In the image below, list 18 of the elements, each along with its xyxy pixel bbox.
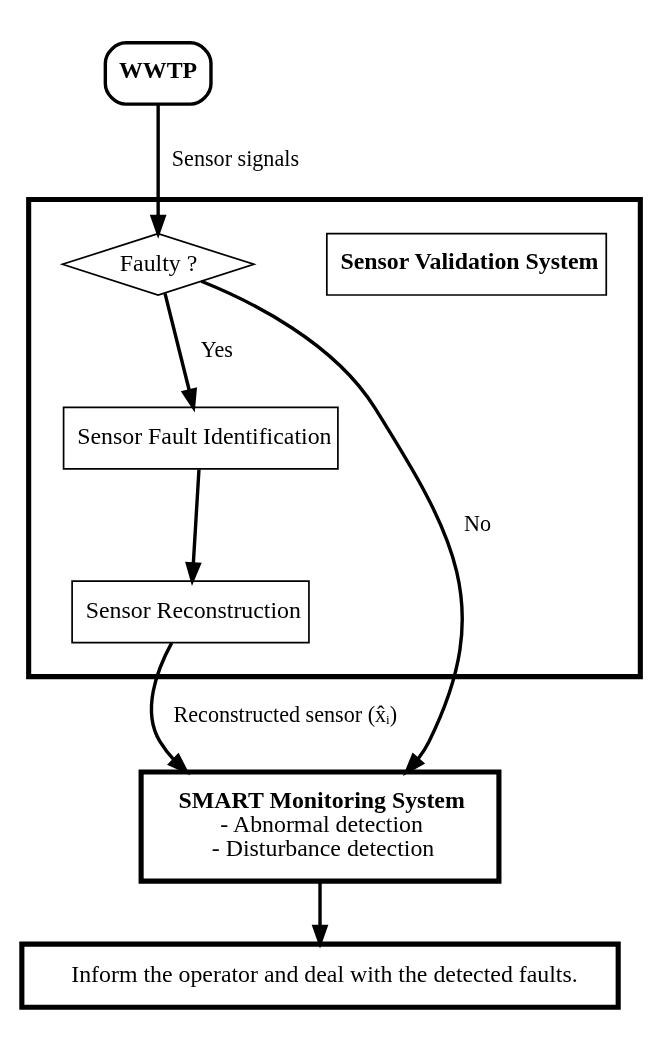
edge-label: Sensor signals [171, 146, 299, 172]
arrow [149, 642, 191, 776]
node-box: Sensor Reconstruction [71, 580, 310, 644]
node-box: Sensor Fault Identification [62, 406, 339, 470]
node-box: SMART Monitoring System - Abnormal detection - Disturbance detection [138, 769, 502, 884]
arrow [311, 881, 329, 949]
edge-label: Yes [200, 337, 233, 362]
edge-label: Reconstructed sensor (x̂ᵢ) [173, 701, 398, 727]
arrow [200, 279, 464, 776]
node-box: Sensor Validation System [325, 232, 608, 296]
edge-label: No [463, 510, 492, 536]
arrow [149, 104, 167, 239]
arrow [185, 469, 202, 586]
node-box: WWTP [103, 41, 213, 106]
arrow [163, 293, 198, 413]
node-box: Inform the operator and deal with the detected faults. [19, 941, 621, 1010]
cluster [26, 197, 643, 680]
node-diamond: Faulty ? [59, 232, 257, 296]
